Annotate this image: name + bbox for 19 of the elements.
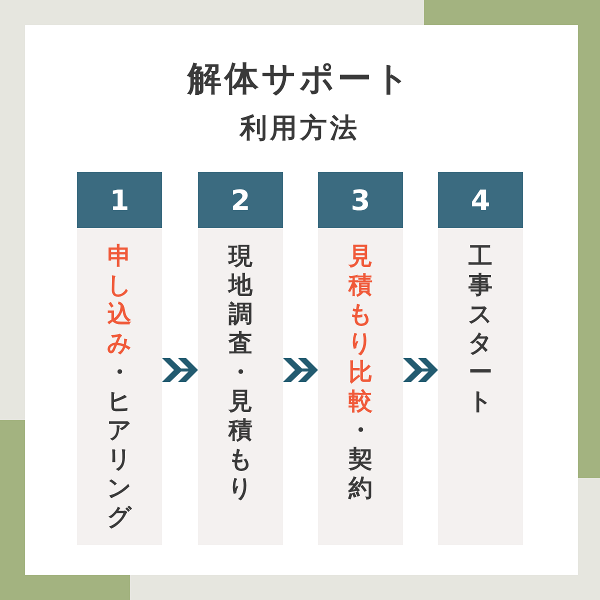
chevron-arrow	[283, 358, 318, 382]
chevron-arrow	[403, 358, 438, 382]
number-header: 1	[77, 172, 162, 228]
step-column	[318, 172, 403, 545]
step-column	[77, 172, 162, 545]
subtitle: 利用方法	[238, 112, 361, 146]
step-text: 現地調査・見積もり	[228, 242, 254, 503]
number-header: 4	[438, 172, 523, 228]
number-header: 2	[198, 172, 283, 228]
chevron-arrow	[162, 358, 198, 382]
title: 解体サポート	[186, 58, 414, 101]
step-column	[438, 172, 523, 545]
step-text: ・ヒアリング	[106, 358, 132, 532]
highlight-text: 申し込み	[106, 242, 132, 358]
step-column	[198, 172, 283, 545]
number-header: 3	[318, 172, 403, 228]
step-text: ・契約	[348, 416, 374, 503]
highlight-text: 見積もり比較	[348, 242, 374, 416]
step-text: 工事スタート	[468, 242, 494, 416]
